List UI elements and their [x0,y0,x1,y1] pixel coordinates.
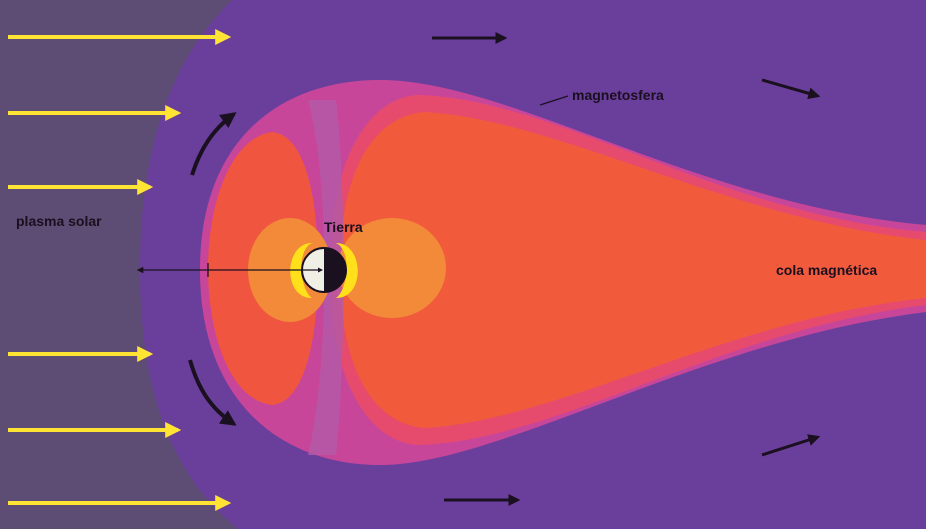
solar-plasma-label: plasma solar [16,213,102,229]
magnetosphere-label: magnetosfera [572,87,664,103]
earth-label: Tierra [324,219,363,235]
magnetic-tail-label: cola magnética [776,262,877,278]
